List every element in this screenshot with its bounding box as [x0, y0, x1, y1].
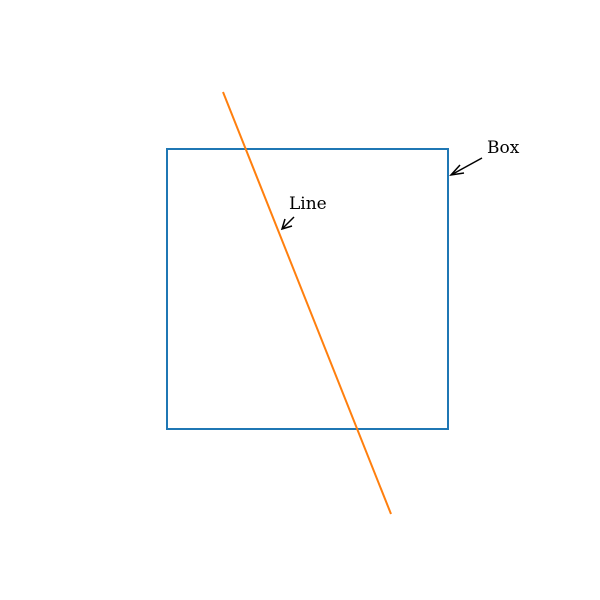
diagonal-line	[222, 91, 392, 515]
box-arrow	[449, 157, 483, 177]
line-annotation-label: Line	[289, 194, 327, 214]
line-arrow	[280, 216, 295, 231]
box-arrow-head	[449, 164, 465, 177]
box-arrow-shaft	[450, 157, 483, 176]
line-arrow-head	[280, 218, 293, 231]
box-annotation-label: Box	[487, 138, 520, 158]
box-shape	[166, 148, 449, 430]
line-arrow-shaft	[281, 216, 295, 230]
